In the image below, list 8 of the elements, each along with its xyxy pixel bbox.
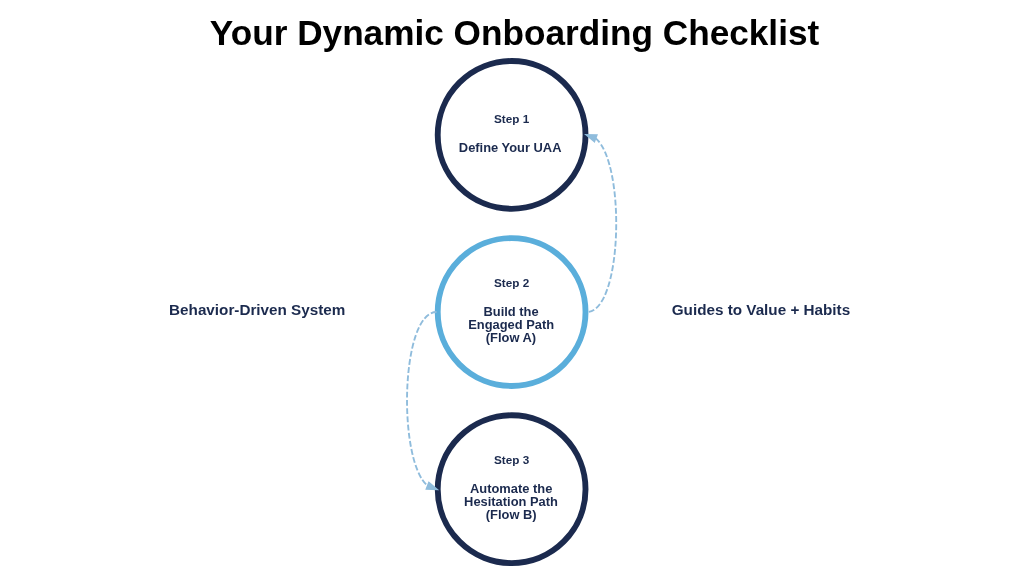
label: Guides to Value + Habits [671,300,850,318]
node-circle: Step 1 Define Your UAA [434,58,588,212]
node-circle: Step 2 Build the Engaged Path (Flow A) [434,235,588,389]
arrow [583,133,617,313]
label: Behavior-Driven System [168,300,345,318]
node-circle: Step 3 Automate the Hesitation Path (Flow B) [434,412,588,567]
diagram-title: Your Dynamic Onboarding Checklist [209,12,819,52]
arrow [405,311,439,491]
